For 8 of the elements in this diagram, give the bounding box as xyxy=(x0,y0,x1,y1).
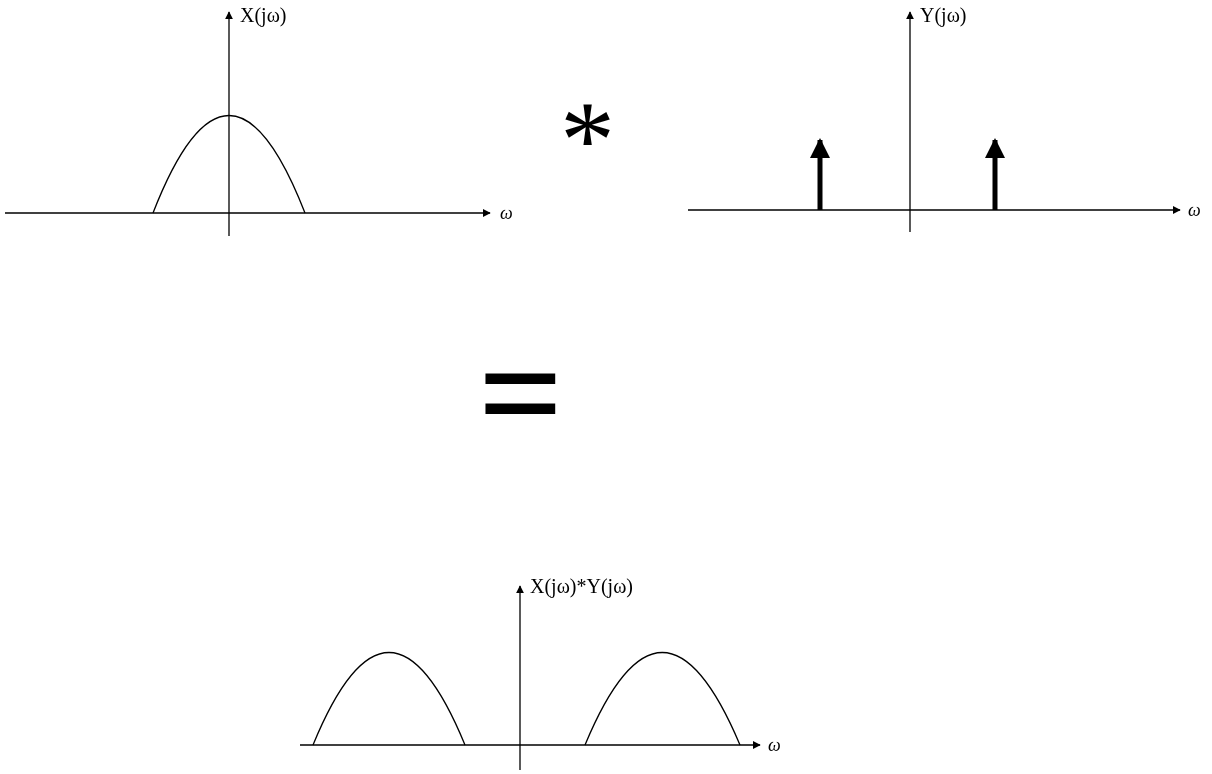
equals-symbol: = xyxy=(478,318,564,468)
axis-label: ω xyxy=(768,736,781,754)
convolution-symbol: * xyxy=(560,85,615,195)
axis-label: Y(jω) xyxy=(920,5,967,25)
axis-label: X(jω)*Y(jω) xyxy=(530,576,633,596)
axis-label: ω xyxy=(500,204,513,222)
axis-label: X(jω) xyxy=(240,5,287,25)
axis-label: ω xyxy=(1188,201,1201,219)
